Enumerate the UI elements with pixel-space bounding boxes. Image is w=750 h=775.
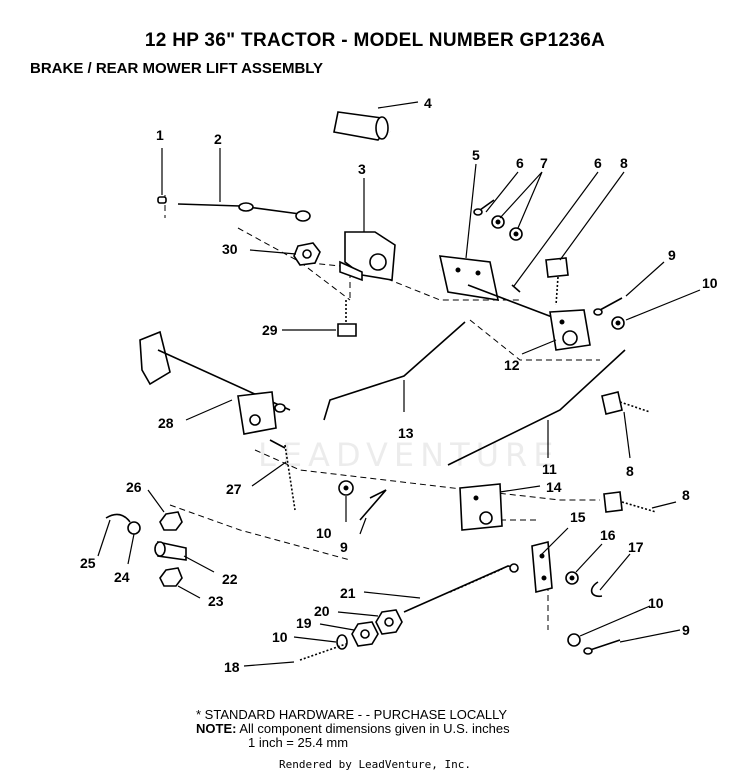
part-4-lift-handle <box>333 111 465 271</box>
part-6-cotter-pin-2 <box>511 284 521 293</box>
standard-hardware-note: * STANDARD HARDWARE - - PURCHASE LOCALLY <box>196 707 508 722</box>
part-21-spring-rod <box>403 563 519 613</box>
callout-19: 19 <box>296 615 312 631</box>
notes-block: * STANDARD HARDWARE - - PURCHASE LOCALLY… <box>196 708 510 750</box>
part-11-lift-rod <box>447 349 626 466</box>
callout-30: 30 <box>222 241 238 257</box>
callout-17: 17 <box>628 539 644 555</box>
callout-24: 24 <box>114 569 130 585</box>
callout-9b: 9 <box>340 539 348 555</box>
part-10-washer-top <box>611 316 625 330</box>
part-10-washer-lower-right <box>567 633 581 647</box>
callout-21: 21 <box>340 585 356 601</box>
callout-8c: 8 <box>682 487 690 503</box>
callout-23: 23 <box>208 593 224 609</box>
part-7-washers <box>491 215 523 241</box>
callout-6a: 6 <box>516 155 524 171</box>
callout-29: 29 <box>262 322 278 338</box>
callout-14: 14 <box>546 479 562 495</box>
part-9-cotter-pin-lower <box>583 639 621 655</box>
callout-20: 20 <box>314 603 330 619</box>
callout-16: 16 <box>600 527 616 543</box>
callout-11: 11 <box>542 461 557 477</box>
part-18-spring <box>299 643 347 661</box>
conversion-note: 1 inch = 25.4 mm <box>248 735 349 750</box>
part-10-washer-lower-left <box>336 634 348 650</box>
dimension-note: NOTE: All component dimensions given in … <box>196 722 510 736</box>
part-8-bolt-lower <box>603 491 657 513</box>
part-2-brake-rod <box>177 202 311 222</box>
callout-4: 4 <box>424 95 432 111</box>
callout-15: 15 <box>570 509 586 525</box>
dimension-note-text: All component dimensions given in U.S. i… <box>239 721 510 736</box>
callout-22: 22 <box>222 571 238 587</box>
part-14-bracket <box>459 483 503 531</box>
part-12-pivot-block <box>549 309 591 351</box>
part-8-bolt-middle <box>601 391 651 415</box>
watermark: LEADVENTURE <box>258 436 560 474</box>
part-6-cotter-pin <box>473 199 495 216</box>
callout-27: 27 <box>226 481 242 497</box>
part-20-nut <box>375 609 403 635</box>
part-3-bracket <box>339 231 396 282</box>
part-9-cotter-pin-top <box>593 297 623 316</box>
callout-7: 7 <box>540 155 548 171</box>
callout-1: 1 <box>156 127 164 143</box>
leader-lines <box>97 101 701 667</box>
part-13-lift-link <box>323 321 466 421</box>
callout-labels: 1 2 3 4 5 6 7 6 8 30 9 10 29 12 28 13 11… <box>80 95 718 675</box>
part-27-threaded-rod <box>269 439 296 511</box>
callout-6b: 6 <box>594 155 602 171</box>
callout-3: 3 <box>358 161 366 177</box>
part-30-nut <box>293 242 321 266</box>
part-19-nut <box>351 621 379 647</box>
part-29-bolt <box>337 300 357 337</box>
part-26-nut <box>159 511 183 531</box>
part-1-pin <box>157 196 167 204</box>
callout-25: 25 <box>80 555 96 571</box>
part-10-washer-middle <box>338 480 354 496</box>
part-24-washer <box>127 521 141 535</box>
callout-10d: 10 <box>648 595 664 611</box>
part-28-cross-shaft <box>139 330 291 435</box>
callout-13: 13 <box>398 425 414 441</box>
part-15-plate <box>531 540 553 594</box>
callout-18: 18 <box>224 659 240 675</box>
callout-8b: 8 <box>626 463 634 479</box>
callout-9c: 9 <box>682 622 690 638</box>
part-16-washer <box>565 571 579 585</box>
callout-28: 28 <box>158 415 174 431</box>
callout-10b: 10 <box>316 525 332 541</box>
part-22-swivel <box>154 541 187 561</box>
callout-5: 5 <box>472 147 480 163</box>
part-17-clip <box>590 581 603 598</box>
part-5-lift-bracket <box>438 255 561 321</box>
part-25-cotter-pin <box>105 513 131 523</box>
callout-26: 26 <box>126 479 142 495</box>
callout-2: 2 <box>214 131 222 147</box>
footer-credit: Rendered by LeadVenture, Inc. <box>278 758 472 771</box>
part-23-nut <box>159 567 183 587</box>
assembly-subtitle: BRAKE / REAR MOWER LIFT ASSEMBLY <box>30 60 324 77</box>
page-title: 12 HP 36" TRACTOR - MODEL NUMBER GP1236A <box>144 30 606 51</box>
callout-10c: 10 <box>272 629 288 645</box>
part-8-bolt-top <box>545 257 569 306</box>
callout-12: 12 <box>504 357 520 373</box>
part-9-cotter-pin-middle <box>359 489 387 521</box>
callout-10a: 10 <box>702 275 718 291</box>
callout-8a: 8 <box>620 155 628 171</box>
callout-9a: 9 <box>668 247 676 263</box>
note-label: NOTE: <box>196 721 237 736</box>
